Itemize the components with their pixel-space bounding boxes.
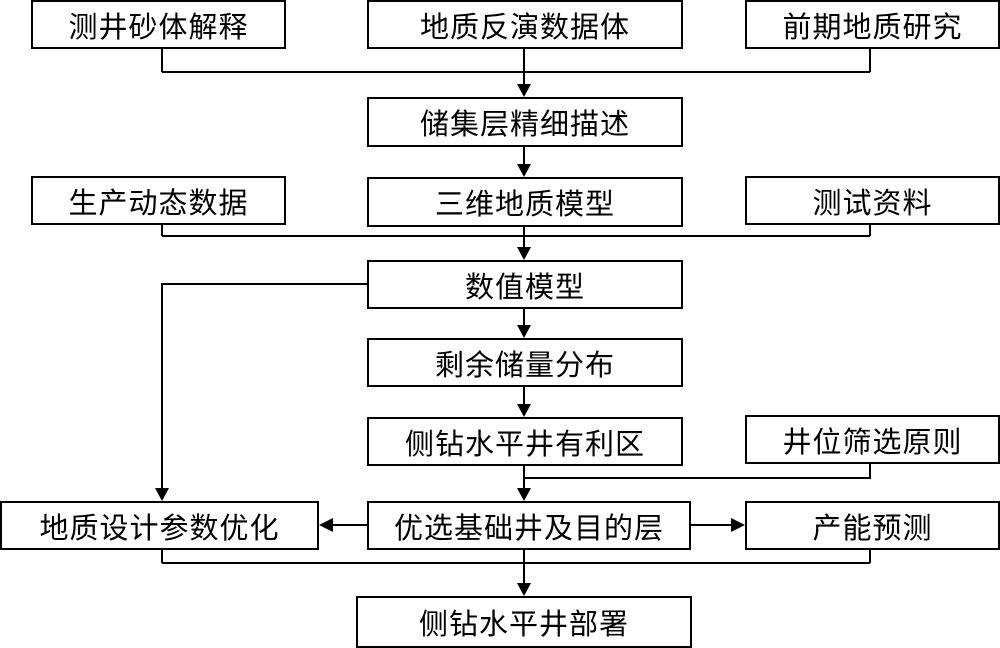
arrow-head <box>319 518 333 532</box>
node-inversion-volume: 地质反演数据体 <box>367 0 683 49</box>
node-remaining-reserves: 剩余储量分布 <box>367 338 683 387</box>
node-design-param-optimization: 地质设计参数优化 <box>0 501 319 550</box>
node-productivity-prediction: 产能预测 <box>745 501 1000 550</box>
node-test-data: 测试资料 <box>745 176 1000 225</box>
arrow-head <box>517 164 531 177</box>
arrow-head <box>517 325 531 338</box>
node-well-sand-interpretation: 测井砂体解释 <box>31 0 286 49</box>
arrow-head <box>517 488 531 501</box>
arrow-head <box>517 247 531 260</box>
node-numerical-model: 数值模型 <box>367 260 683 309</box>
node-favorable-zone: 侧钻水平井有利区 <box>367 417 683 466</box>
node-sidetrack-deployment: 侧钻水平井部署 <box>356 596 692 648</box>
node-prior-geology-study: 前期地质研究 <box>745 0 1000 49</box>
node-3d-geological-model: 三维地质模型 <box>367 177 683 227</box>
arrow-head <box>517 84 531 97</box>
connector <box>161 283 367 490</box>
connector <box>524 463 871 479</box>
node-reservoir-description: 储集层精细描述 <box>367 97 683 147</box>
arrow-head <box>731 518 745 532</box>
node-screening-principle: 井位筛选原则 <box>745 415 1000 464</box>
node-select-base-wells: 优选基础井及目的层 <box>367 501 691 550</box>
arrow-head <box>155 488 169 501</box>
arrow-head <box>517 404 531 417</box>
node-production-data: 生产动态数据 <box>31 176 286 225</box>
arrow-head <box>517 583 531 596</box>
